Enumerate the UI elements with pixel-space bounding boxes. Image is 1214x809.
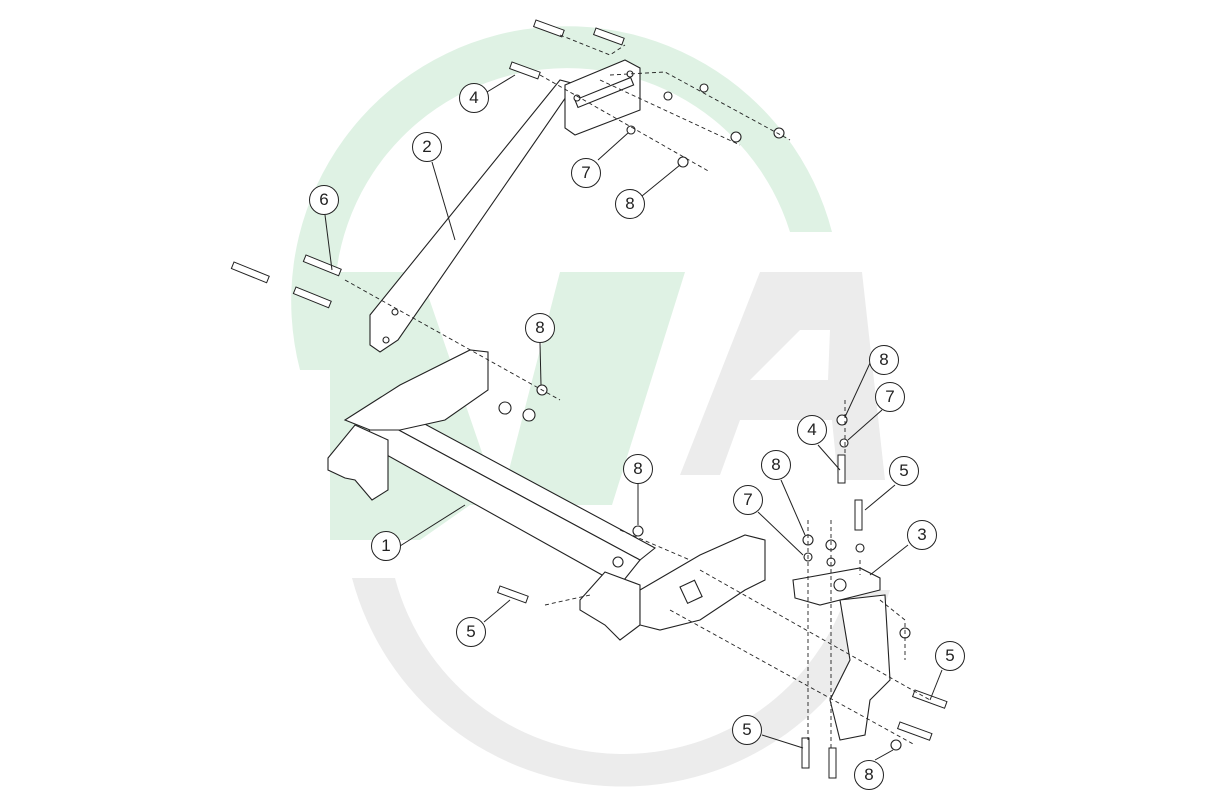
- brace-hole: [382, 336, 390, 344]
- bolt: [230, 261, 270, 284]
- part-callout-8: 8: [869, 345, 899, 375]
- part-callout-8: 8: [854, 760, 884, 790]
- washer: [626, 125, 636, 135]
- nut: [612, 556, 624, 568]
- bolt: [911, 689, 948, 709]
- part-callout-5: 5: [889, 456, 919, 486]
- bolt: [302, 254, 342, 277]
- bolt: [854, 499, 863, 531]
- bracket-leg: [829, 594, 891, 741]
- bolt: [801, 737, 810, 769]
- right-mount-plate: [639, 534, 766, 631]
- nut: [836, 414, 848, 426]
- hitch-receiver-slot: [679, 579, 703, 605]
- bolt: [508, 61, 541, 80]
- washer: [855, 543, 865, 553]
- nut: [730, 131, 742, 143]
- watermark-grey-h: [680, 272, 885, 480]
- nut: [890, 739, 902, 751]
- leader-lines: [324, 74, 943, 761]
- part-callout-6: 6: [309, 185, 339, 215]
- line-art: [230, 19, 948, 779]
- nut: [498, 401, 512, 415]
- bolt: [592, 27, 625, 46]
- bracket-hole: [833, 578, 847, 592]
- part-callout-2: 2: [412, 132, 442, 162]
- watermark-green-arc: [291, 26, 832, 371]
- washer: [699, 83, 709, 93]
- part-callout-5: 5: [935, 641, 965, 671]
- bolts: [230, 19, 948, 779]
- brace-arm: [369, 79, 576, 353]
- part-callout-4: 4: [459, 83, 489, 113]
- part-callout-7: 7: [571, 158, 601, 188]
- left-receiver: [327, 424, 389, 501]
- nut: [522, 408, 536, 422]
- alignment-lines: [344, 34, 931, 750]
- washer: [839, 438, 849, 448]
- part-callout-8: 8: [525, 313, 555, 343]
- bolt: [828, 747, 837, 779]
- part-callout-8: 8: [623, 454, 653, 484]
- brace-hole: [391, 308, 399, 316]
- bolt: [837, 454, 846, 484]
- part-callout-7: 7: [875, 382, 905, 412]
- nut: [773, 127, 785, 139]
- bolt: [496, 585, 529, 604]
- bolt: [292, 286, 332, 309]
- part-callout-8: 8: [761, 450, 791, 480]
- part-callout-5: 5: [456, 617, 486, 647]
- nut: [632, 525, 644, 537]
- part-callout-7: 7: [733, 485, 763, 515]
- part-callout-5: 5: [732, 715, 762, 745]
- left-mount-plate: [343, 349, 489, 431]
- washer: [663, 91, 673, 101]
- bolt: [532, 19, 565, 38]
- part-callout-3: 3: [907, 520, 937, 550]
- part-callout-4: 4: [797, 415, 827, 445]
- part-callout-1: 1: [371, 531, 401, 561]
- brace-plate-flange: [574, 76, 635, 109]
- part-callout-8: 8: [615, 189, 645, 219]
- bolt: [896, 721, 933, 741]
- fasteners: [498, 83, 911, 751]
- right-receiver: [579, 571, 641, 641]
